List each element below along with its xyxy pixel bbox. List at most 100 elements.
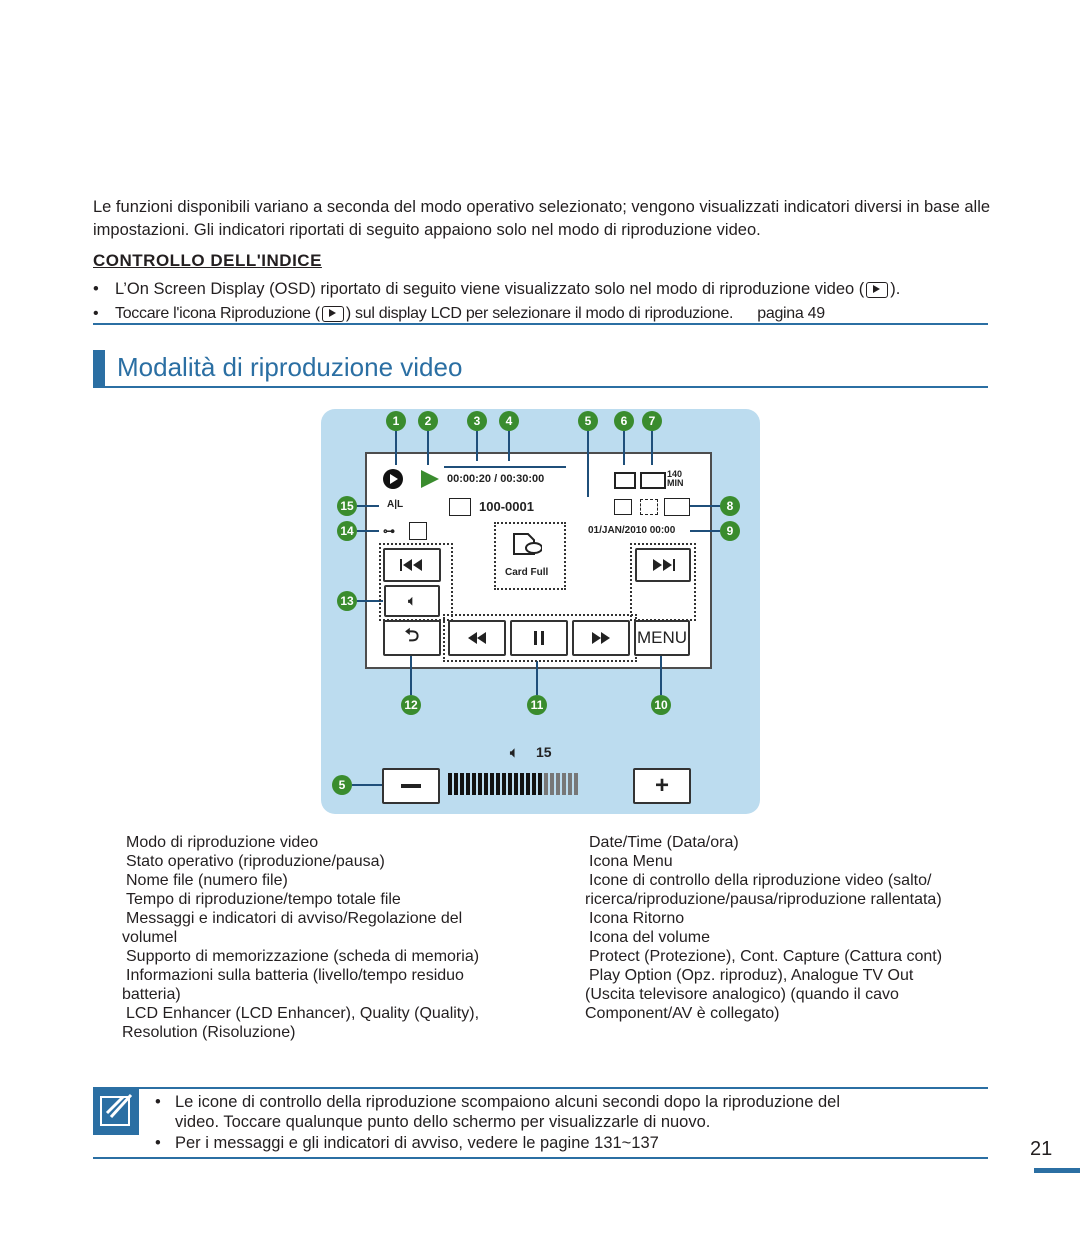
callout-9: 9 bbox=[720, 521, 740, 541]
divider bbox=[93, 1087, 988, 1089]
legend-item: Icona Ritorno bbox=[589, 910, 685, 927]
leader-line bbox=[587, 431, 589, 497]
skip-forward-button[interactable] bbox=[635, 548, 691, 582]
fast-forward-button[interactable] bbox=[572, 620, 630, 656]
legend-item: Informazioni sulla batteria (livello/tem… bbox=[126, 967, 464, 984]
volume-step bbox=[514, 773, 518, 795]
volume-step bbox=[484, 773, 488, 795]
volume-step bbox=[538, 773, 542, 795]
volume-value: 15 bbox=[536, 744, 552, 760]
volume-step bbox=[526, 773, 530, 795]
osd-time: 00:00:20 / 00:30:00 bbox=[447, 473, 545, 485]
callout-15: 15 bbox=[337, 496, 357, 516]
volume-step bbox=[520, 773, 524, 795]
legend-item: Icona Menu bbox=[589, 853, 673, 870]
callout-6: 6 bbox=[614, 411, 634, 431]
legend-item: batteria) bbox=[122, 986, 181, 1003]
note-icon bbox=[93, 1089, 139, 1135]
return-icon: ⮌ bbox=[404, 625, 420, 645]
volume-button[interactable]: 🔈︎ bbox=[384, 585, 440, 617]
legend-item: ricerca/riproduzione/pausa/riproduzione … bbox=[585, 891, 942, 908]
divider bbox=[93, 1157, 988, 1159]
legend-item: Icona del volume bbox=[589, 929, 710, 946]
volume-step bbox=[466, 773, 470, 795]
volume-step bbox=[502, 773, 506, 795]
bullet-touch-text: Toccare l'icona Riproduzione ( bbox=[115, 305, 320, 322]
leader-line bbox=[427, 431, 429, 465]
note-2: •Per i messaggi e gli indicatori di avvi… bbox=[155, 1134, 659, 1152]
leader-line bbox=[476, 431, 478, 461]
volume-step bbox=[490, 773, 494, 795]
skip-back-button[interactable] bbox=[383, 548, 441, 582]
speaker-icon: 🔈︎ bbox=[408, 593, 416, 608]
volume-step bbox=[544, 773, 548, 795]
callout-7: 7 bbox=[642, 411, 662, 431]
callout-3: 3 bbox=[467, 411, 487, 431]
leader-line bbox=[410, 654, 412, 695]
volume-step bbox=[550, 773, 554, 795]
volume-step bbox=[478, 773, 482, 795]
volume-down-button[interactable] bbox=[382, 768, 440, 804]
warning-area bbox=[494, 522, 566, 590]
page-tab bbox=[1034, 1168, 1080, 1173]
playback-icon bbox=[866, 281, 889, 298]
callout-5: 5 bbox=[578, 411, 598, 431]
battery-icon bbox=[640, 472, 666, 489]
callout-2: 2 bbox=[418, 411, 438, 431]
leader-line bbox=[690, 505, 720, 507]
legend-item: LCD Enhancer (LCD Enhancer), Quality (Qu… bbox=[126, 1005, 480, 1022]
lcd-enhancer-icon bbox=[614, 499, 632, 515]
divider bbox=[93, 323, 988, 325]
leader-line bbox=[690, 530, 720, 532]
leader-line bbox=[395, 431, 397, 465]
section-title: Modalità di riproduzione video bbox=[117, 352, 463, 382]
pause-button[interactable] bbox=[510, 620, 568, 656]
minus-icon bbox=[401, 784, 421, 788]
return-button[interactable]: ⮌ bbox=[383, 620, 441, 656]
menu-button[interactable]: MENU bbox=[634, 620, 690, 656]
quality-icon bbox=[640, 499, 658, 515]
volume-step bbox=[508, 773, 512, 795]
legend-item: Messaggi e indicatori di avviso/Regolazi… bbox=[126, 910, 463, 927]
legend-item: Icone di controllo della riproduzione vi… bbox=[589, 872, 932, 889]
note-1-cont: video. Toccare qualunque punto dello sch… bbox=[175, 1113, 711, 1131]
callout-5b: 5 bbox=[332, 775, 352, 795]
volume-speaker-icon: 🔈︎ bbox=[510, 744, 519, 760]
volume-step bbox=[532, 773, 536, 795]
legend-item: Stato operativo (riproduzione/pausa) bbox=[126, 853, 385, 870]
legend-item: Resolution (Risoluzione) bbox=[122, 1024, 296, 1041]
file-icon bbox=[449, 498, 471, 516]
callout-4: 4 bbox=[499, 411, 519, 431]
volume-step bbox=[448, 773, 452, 795]
cont-capture-icon bbox=[409, 522, 427, 540]
callout-1: 1 bbox=[386, 411, 406, 431]
leader-line bbox=[536, 661, 538, 695]
legend-item: Component/AV è collegato) bbox=[585, 1005, 780, 1022]
leader-line bbox=[508, 431, 510, 461]
volume-up-button[interactable]: + bbox=[633, 768, 691, 804]
subheading: CONTROLLO DELL'INDICE bbox=[93, 251, 322, 270]
page-number: 21 bbox=[1030, 1138, 1053, 1160]
volume-step bbox=[496, 773, 500, 795]
play-status-icon bbox=[421, 470, 439, 488]
callout-12: 12 bbox=[401, 695, 421, 715]
osd-datetime: 01/JAN/2010 00:00 bbox=[588, 525, 676, 536]
volume-step bbox=[556, 773, 560, 795]
legend-item: Play Option (Opz. riproduz), Analogue TV… bbox=[589, 967, 914, 984]
leader-line bbox=[357, 530, 379, 532]
card-full-icon bbox=[512, 532, 543, 556]
legend-item: (Uscita televisore analogico) (quando il… bbox=[585, 986, 899, 1003]
rewind-button[interactable] bbox=[448, 620, 506, 656]
volume-step bbox=[568, 773, 572, 795]
legend-item: Nome file (numero file) bbox=[126, 872, 288, 889]
legend-item: Tempo di riproduzione/tempo totale file bbox=[126, 891, 401, 908]
volume-level-bar[interactable] bbox=[448, 773, 578, 795]
video-mode-icon bbox=[383, 469, 403, 489]
leader-line bbox=[357, 505, 379, 507]
note-1: •Le icone di controllo della riproduzion… bbox=[155, 1093, 841, 1111]
osd-file-number: 100-0001 bbox=[479, 499, 534, 514]
volume-step bbox=[562, 773, 566, 795]
resolution-icon bbox=[664, 498, 690, 516]
legend-item: volumel bbox=[122, 929, 178, 946]
